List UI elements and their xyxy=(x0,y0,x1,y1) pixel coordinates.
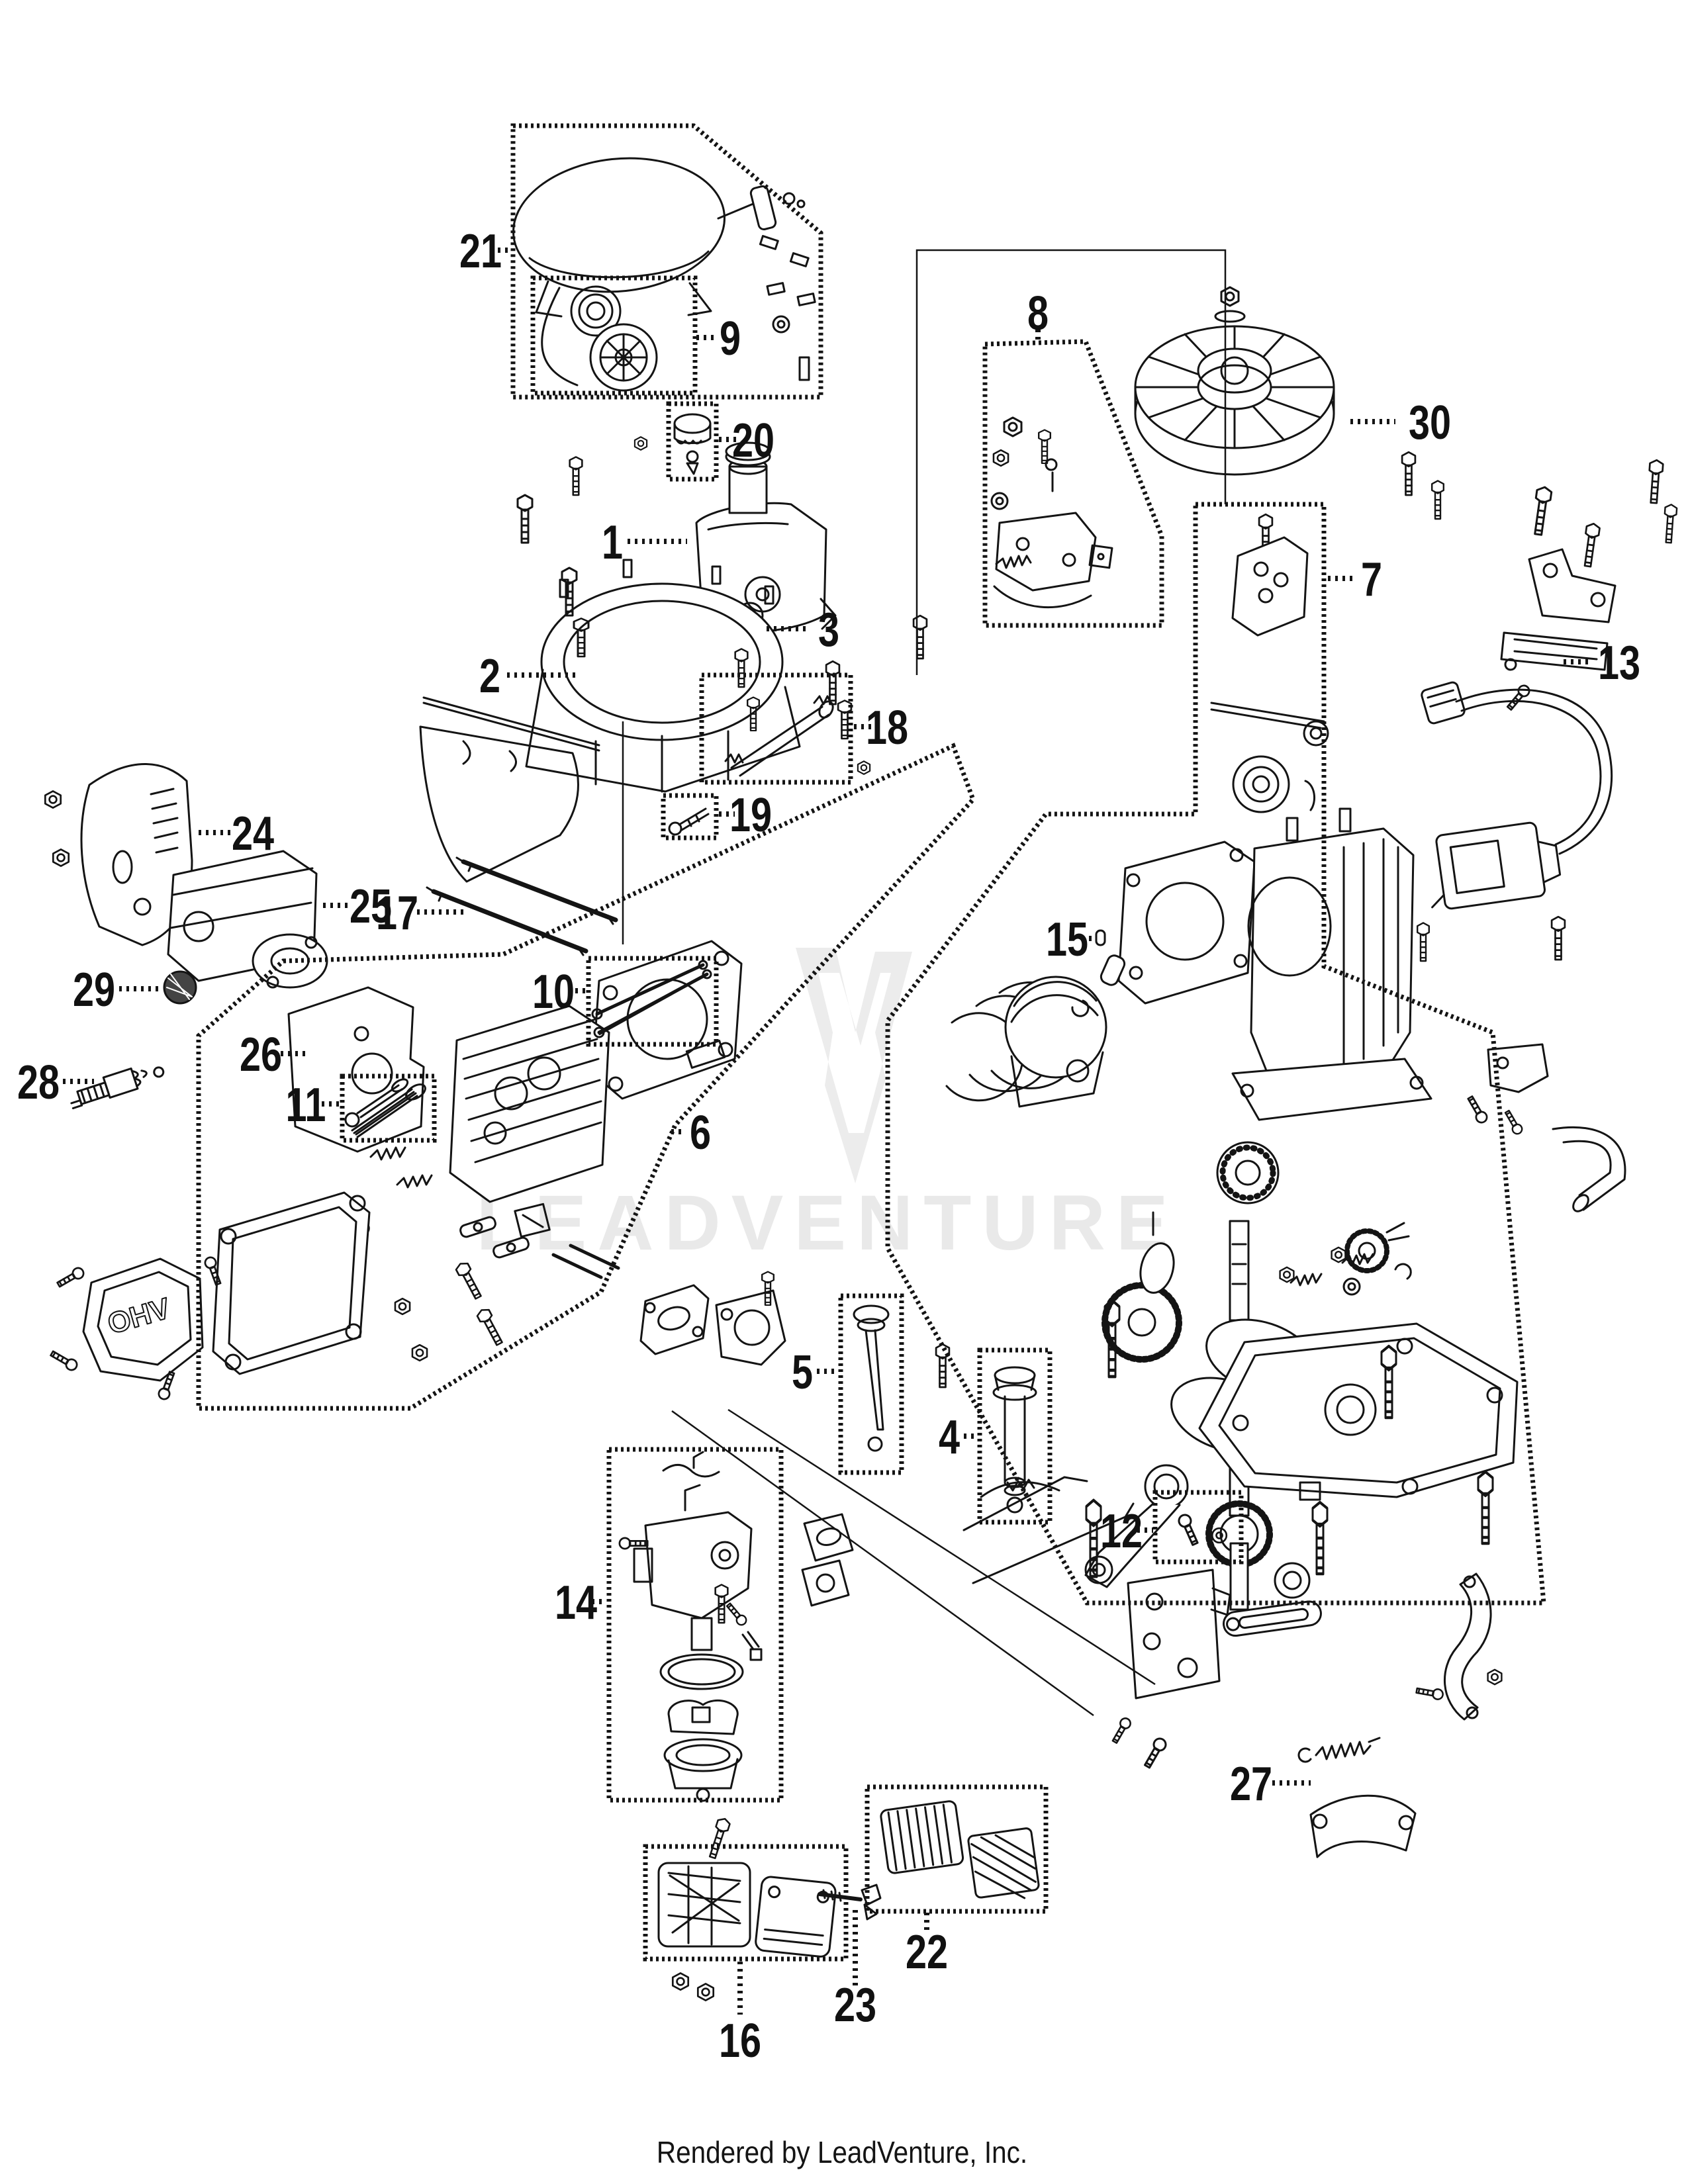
group-box-8 xyxy=(982,339,1164,628)
group-box-4 xyxy=(977,1347,1053,1525)
callout-14[interactable]: 14 xyxy=(555,1576,597,1629)
callout-23[interactable]: 23 xyxy=(834,1978,876,2032)
heat-shield-drawing xyxy=(419,696,600,883)
push-rods-drawing xyxy=(596,960,712,1035)
callout-21[interactable]: 21 xyxy=(459,224,502,278)
callout-19[interactable]: 19 xyxy=(729,788,772,842)
callout-2[interactable]: 2 xyxy=(479,649,500,703)
woodruff-key-drawing xyxy=(1095,929,1106,946)
region-outlines xyxy=(196,502,1546,1606)
callout-10[interactable]: 10 xyxy=(532,965,575,1019)
callout-24[interactable]: 24 xyxy=(232,807,274,860)
watermark: LEADVENTURE xyxy=(476,948,1178,1267)
connector-lines xyxy=(622,249,1227,1717)
callout-25[interactable]: 25 xyxy=(350,880,392,933)
piston-rings-drawing xyxy=(945,954,1126,1108)
group-box-20 xyxy=(666,401,719,482)
muffler-drawing xyxy=(167,850,328,989)
leadventure-flame-logo xyxy=(796,948,912,1183)
fuel-cap-drawing xyxy=(673,413,712,475)
air-filter-drawing xyxy=(818,1800,1040,1921)
callout-1[interactable]: 1 xyxy=(602,516,623,569)
callout-3[interactable]: 3 xyxy=(818,603,839,657)
callout-8[interactable]: 8 xyxy=(1027,287,1049,340)
oil-sump-drawing xyxy=(1086,1300,1519,1599)
group-box-16 xyxy=(643,1844,849,1962)
callout-27[interactable]: 27 xyxy=(1230,1757,1272,1811)
callout-12[interactable]: 12 xyxy=(1100,1504,1143,1558)
group-box-12 xyxy=(1152,1490,1244,1565)
connector-tank-to-cylinder xyxy=(915,249,1227,675)
head-studs-drawing xyxy=(426,856,618,956)
callout-4[interactable]: 4 xyxy=(939,1410,960,1464)
ohv-valve-cover-drawing: OHV xyxy=(48,1255,224,1402)
carburetor-drawing xyxy=(618,1451,854,1860)
callout-20[interactable]: 20 xyxy=(732,414,774,467)
callout-16[interactable]: 16 xyxy=(719,2014,761,2068)
region-outline-7 xyxy=(885,502,1546,1606)
watermark-text: LEADVENTURE xyxy=(476,1179,1178,1267)
group-box-9 xyxy=(530,275,698,396)
ignition-coil-drawing xyxy=(1401,451,1678,1212)
callout-28[interactable]: 28 xyxy=(17,1056,60,1109)
valves-drawing xyxy=(351,1088,417,1136)
group-boxes xyxy=(340,123,1244,1962)
callout-15[interactable]: 15 xyxy=(1046,913,1088,966)
spark-plug-drawing xyxy=(70,1066,165,1110)
ignition-bracket-group-drawing xyxy=(990,416,1113,608)
flywheel-drawing xyxy=(1134,286,1335,476)
exhaust-gasket-drawing xyxy=(639,1271,786,1366)
group-box-5 xyxy=(838,1293,904,1475)
callout-9[interactable]: 9 xyxy=(720,312,741,365)
callout-6[interactable]: 6 xyxy=(690,1106,711,1160)
control-linkage-drawing xyxy=(962,1476,1503,1858)
callout-7[interactable]: 7 xyxy=(1361,553,1382,606)
group-box-21 xyxy=(510,123,823,400)
group-box-19 xyxy=(661,793,719,841)
group-box-22 xyxy=(865,1784,1049,1914)
group-box-14 xyxy=(606,1447,784,1803)
oil-fill-drawing xyxy=(853,1304,1037,1514)
callout-22[interactable]: 22 xyxy=(906,1925,948,1979)
blower-housing-drawing xyxy=(516,494,928,793)
callout-labels: 1234567891011121314151617181920212223242… xyxy=(17,224,1640,2068)
callout-11[interactable]: 11 xyxy=(286,1078,326,1132)
recoil-starter-drawing xyxy=(512,157,816,392)
region-outline-6 xyxy=(196,743,976,1411)
callout-26[interactable]: 26 xyxy=(240,1028,282,1081)
callout-30[interactable]: 30 xyxy=(1409,396,1451,449)
connector-head-to-controls-b xyxy=(727,1408,1156,1686)
cylinder-group-drawing xyxy=(1117,513,1432,1121)
group-box-18 xyxy=(699,672,853,785)
air-cleaner-drawing xyxy=(657,1862,837,2001)
callout-18[interactable]: 18 xyxy=(866,701,908,754)
group-box-11 xyxy=(340,1073,437,1143)
connector-head-to-controls-a xyxy=(671,1410,1094,1717)
fuel-line-drawing xyxy=(668,695,834,836)
spark-arrestor-drawing xyxy=(163,970,197,1005)
callout-5[interactable]: 5 xyxy=(792,1345,813,1399)
callout-29[interactable]: 29 xyxy=(73,963,115,1017)
footer-credit: Rendered by LeadVenture, Inc. xyxy=(657,2136,1027,2170)
callout-13[interactable]: 13 xyxy=(1598,636,1640,690)
callout-17[interactable]: 17 xyxy=(376,886,418,940)
